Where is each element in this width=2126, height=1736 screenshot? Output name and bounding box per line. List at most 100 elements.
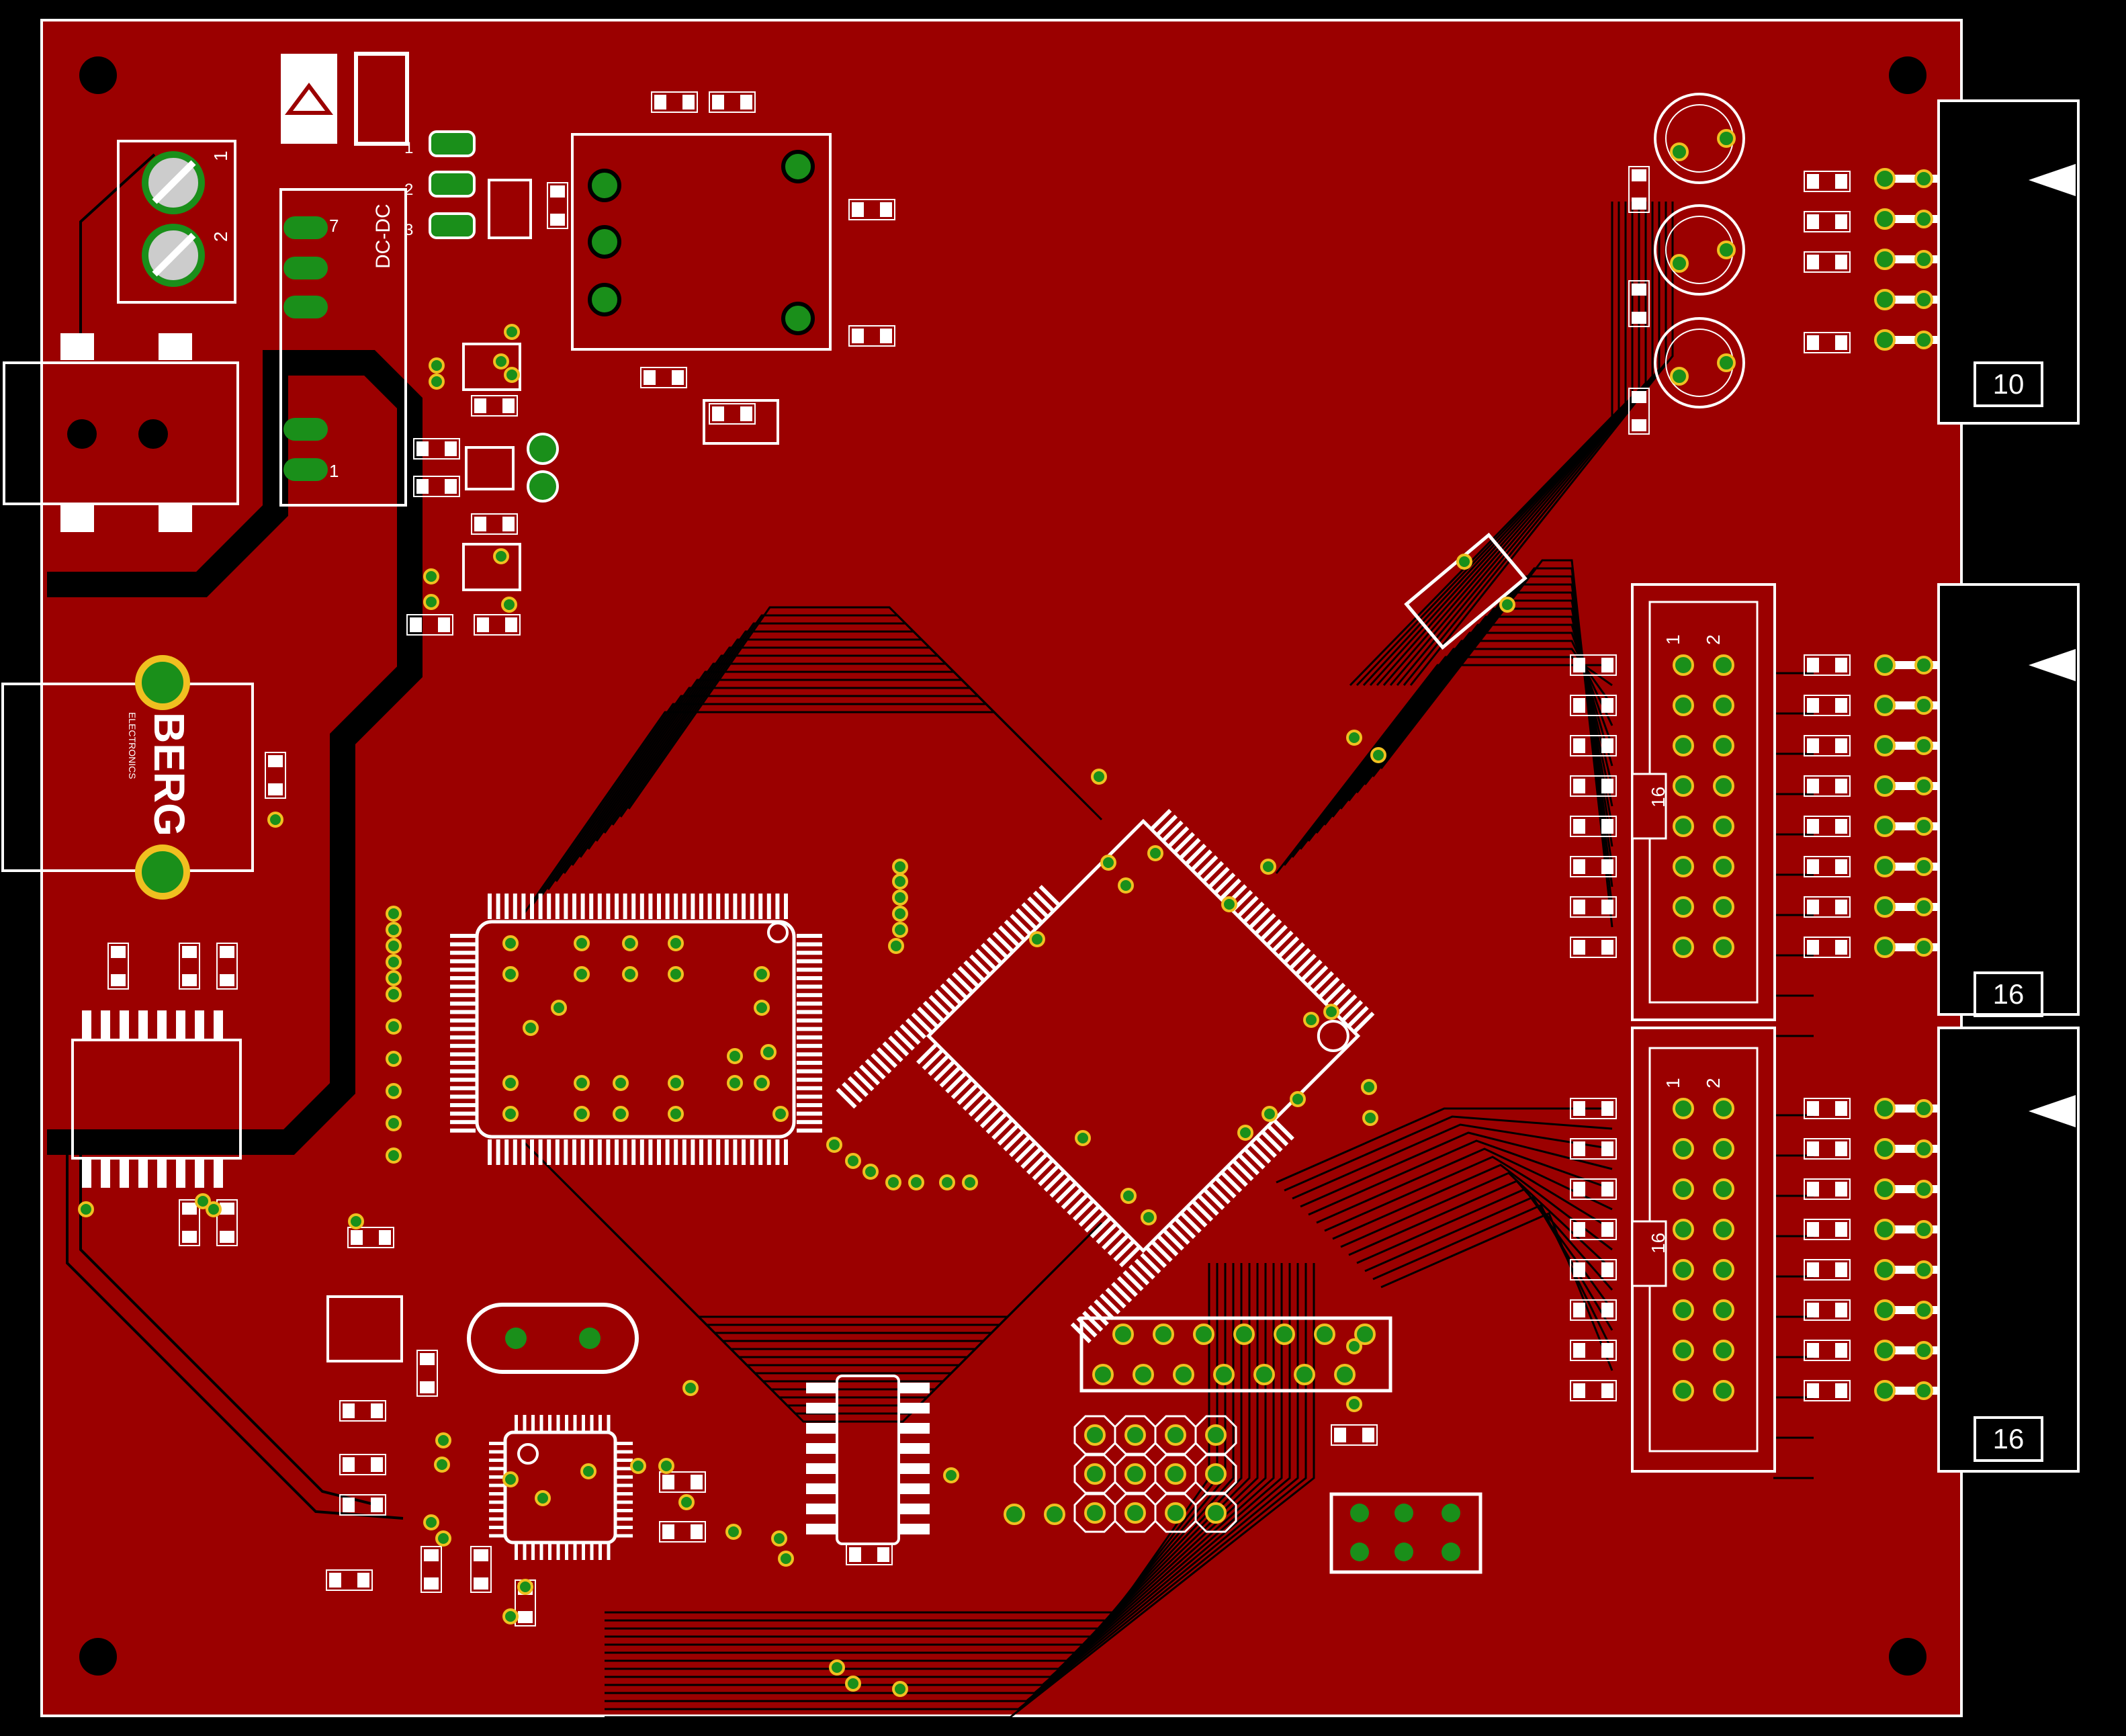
qfp-pin bbox=[607, 1415, 611, 1431]
grid-pin bbox=[1205, 1502, 1227, 1524]
smd-pad bbox=[1601, 819, 1613, 834]
smd-pad bbox=[654, 95, 666, 110]
smd-pad bbox=[1807, 1262, 1819, 1277]
smd-pad bbox=[1807, 1141, 1819, 1156]
via bbox=[1914, 1099, 1933, 1118]
smd-outline bbox=[1628, 166, 1650, 213]
mount-hole-tr bbox=[1889, 56, 1926, 94]
via bbox=[668, 935, 684, 951]
qfp-pin bbox=[699, 1139, 703, 1165]
via bbox=[1914, 210, 1933, 228]
smd-testpoint bbox=[527, 433, 559, 465]
qfp-pin bbox=[1354, 1011, 1375, 1033]
qfp-pin bbox=[1061, 1188, 1082, 1210]
smd-outline bbox=[326, 1569, 373, 1591]
soic-pin bbox=[120, 1010, 129, 1040]
qfp-pin bbox=[1163, 1229, 1184, 1251]
qfp-pin bbox=[975, 949, 996, 970]
via bbox=[1874, 1178, 1896, 1200]
qfp-pin bbox=[597, 1139, 602, 1165]
smd-pad bbox=[1835, 1383, 1847, 1398]
smd-pad bbox=[1807, 779, 1819, 793]
smd-pad bbox=[1807, 698, 1819, 713]
smd-outline bbox=[651, 91, 698, 113]
trace bbox=[605, 1263, 1243, 1646]
qfp-pin bbox=[1027, 896, 1049, 918]
qfp-pin bbox=[1215, 1177, 1237, 1199]
trace bbox=[1284, 1115, 1613, 1192]
qfp-pin bbox=[946, 978, 967, 999]
qfp-pin bbox=[1032, 1159, 1053, 1180]
via bbox=[1914, 898, 1933, 916]
smd-pad bbox=[379, 1230, 391, 1245]
via bbox=[1673, 1138, 1694, 1160]
qfp-pin bbox=[797, 993, 822, 998]
smd-outline bbox=[1804, 816, 1851, 837]
dip-pin bbox=[899, 1383, 930, 1393]
qfp-pin bbox=[496, 894, 500, 919]
smd-pad bbox=[1835, 738, 1847, 753]
qfp-pin bbox=[450, 1010, 476, 1014]
smd-outline bbox=[1570, 856, 1617, 877]
qfp-pin bbox=[1208, 867, 1230, 888]
grid-pin-outline bbox=[1114, 1493, 1157, 1533]
via bbox=[727, 1075, 743, 1091]
qfp-pin bbox=[548, 1415, 551, 1431]
qfp-pin bbox=[797, 976, 822, 980]
via bbox=[613, 1075, 629, 1091]
qfp-pin bbox=[572, 1139, 576, 1165]
qfp-pin bbox=[724, 1139, 729, 1165]
qfp-pin bbox=[617, 1450, 633, 1454]
via bbox=[778, 1551, 794, 1567]
soic-left bbox=[71, 1010, 242, 1188]
qfp-pin bbox=[1043, 1171, 1065, 1192]
qfp-pin bbox=[797, 984, 822, 989]
dip-pin bbox=[899, 1483, 930, 1494]
smd-pad bbox=[1573, 1383, 1585, 1398]
smd-pad bbox=[343, 1403, 355, 1418]
qfp-pin bbox=[1330, 988, 1352, 1010]
smd-pad bbox=[268, 755, 283, 767]
ra-mid-count: 16 bbox=[1993, 978, 2025, 1010]
qfp-pin bbox=[766, 1139, 771, 1165]
qfp-pin bbox=[665, 894, 670, 919]
qfp-pin bbox=[665, 1139, 670, 1165]
qfp-pin bbox=[565, 1415, 568, 1431]
smd-pad bbox=[1835, 819, 1847, 834]
via bbox=[885, 1174, 901, 1190]
smd-pad bbox=[1632, 312, 1646, 324]
soic-pin bbox=[157, 1158, 167, 1188]
via bbox=[962, 1174, 978, 1190]
via bbox=[386, 1115, 402, 1131]
qfp-pin bbox=[853, 1070, 875, 1092]
qfp-pin bbox=[882, 1041, 903, 1063]
qfp-pin bbox=[775, 1139, 780, 1165]
smd-pad bbox=[111, 974, 126, 986]
smd-pad bbox=[445, 479, 457, 494]
smd-pad bbox=[1601, 1141, 1613, 1156]
smd-pad bbox=[1807, 335, 1819, 350]
via bbox=[678, 1494, 695, 1510]
smd-pad bbox=[371, 1457, 383, 1472]
smd-outline bbox=[179, 943, 200, 990]
qfp-pin bbox=[488, 1139, 492, 1165]
led-outline bbox=[1654, 93, 1745, 184]
smd-outline bbox=[107, 943, 129, 990]
qfp-pin bbox=[1090, 1217, 1111, 1239]
led-outline bbox=[1654, 204, 1745, 296]
smd-pad bbox=[1573, 900, 1585, 914]
led-pin bbox=[1670, 367, 1689, 386]
qfp-pin bbox=[523, 1415, 527, 1431]
qfp-pin bbox=[1107, 1234, 1128, 1256]
soic-pin bbox=[120, 1158, 129, 1188]
qfp-pin bbox=[1278, 936, 1300, 957]
qfp-pin bbox=[1313, 971, 1334, 992]
via bbox=[1713, 695, 1734, 716]
qfp-pin bbox=[682, 894, 686, 919]
qfp-pin bbox=[489, 1450, 505, 1454]
qfp-pin bbox=[871, 1053, 892, 1074]
qfp-pin bbox=[963, 960, 985, 982]
qfp-pin bbox=[617, 1534, 633, 1538]
smd-outline bbox=[1804, 775, 1851, 797]
qfp-pin bbox=[450, 934, 476, 938]
